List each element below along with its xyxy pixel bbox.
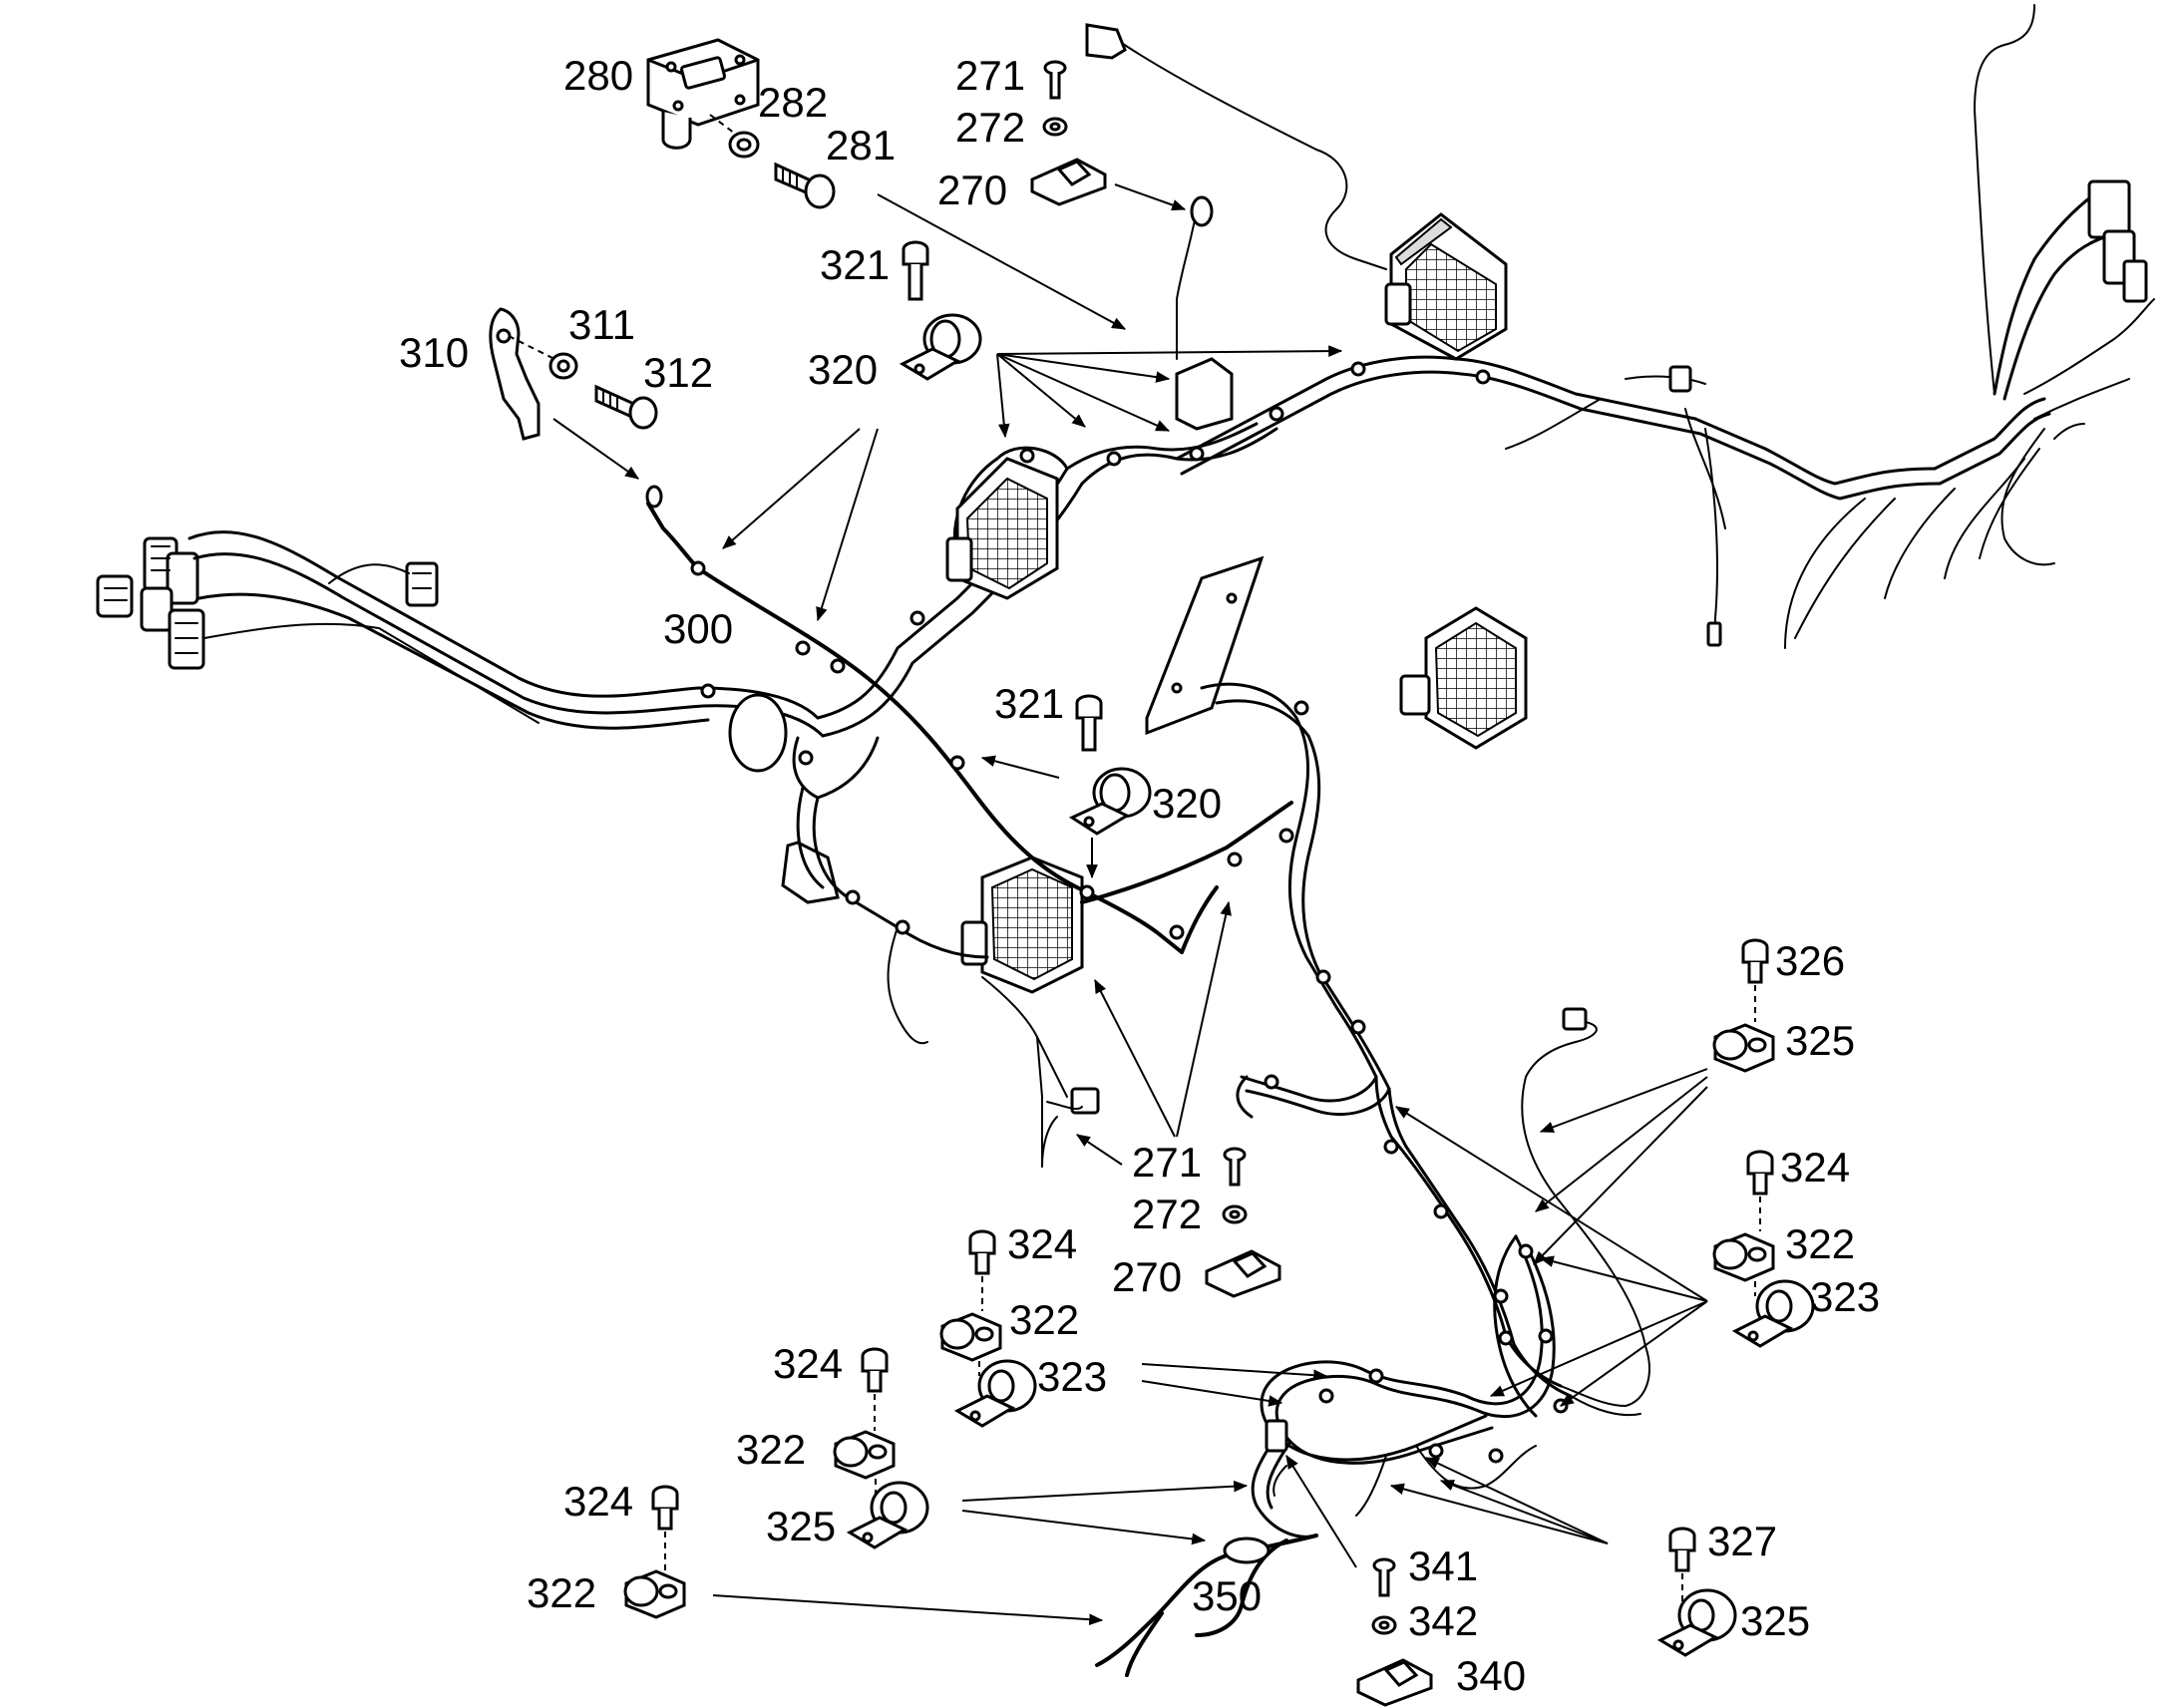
part-321-bolt-middle xyxy=(1075,694,1103,752)
part-280-connector-block xyxy=(646,38,760,150)
label-300: 300 xyxy=(663,605,733,652)
part-270-clip-top xyxy=(1030,158,1107,206)
label-342: 342 xyxy=(1408,1597,1478,1644)
label-281: 281 xyxy=(826,122,896,169)
label-321-middle: 321 xyxy=(994,680,1064,727)
label-271-top: 271 xyxy=(955,52,1025,99)
label-320-middle: 320 xyxy=(1152,780,1222,827)
part-323-clamp-center xyxy=(953,1359,1037,1428)
part-327-bolt xyxy=(1668,1527,1696,1605)
label-280: 280 xyxy=(563,52,633,99)
label-270-lower: 270 xyxy=(1112,1253,1182,1300)
left-connector-cluster xyxy=(96,536,439,670)
part-326-bolt xyxy=(1741,938,1769,1022)
label-322-right: 322 xyxy=(1785,1220,1855,1267)
label-325-a: 325 xyxy=(1785,1017,1855,1064)
part-324-bolt-right xyxy=(1746,1150,1774,1231)
label-272-lower: 272 xyxy=(1132,1191,1202,1237)
module-box-lower-center xyxy=(960,855,1084,994)
part-322-clamp-bottom-left xyxy=(623,1569,686,1619)
mounting-plate xyxy=(1145,555,1265,736)
part-322-clamp-left xyxy=(833,1430,896,1496)
module-box-right xyxy=(1399,606,1528,750)
part-325-clamp-left xyxy=(846,1481,929,1549)
part-325-clamp-bottom-right xyxy=(1656,1588,1737,1657)
label-341: 341 xyxy=(1408,1542,1478,1589)
label-340: 340 xyxy=(1456,1652,1526,1699)
label-270-top: 270 xyxy=(937,167,1007,213)
label-350: 350 xyxy=(1192,1572,1262,1619)
label-324-right: 324 xyxy=(1780,1144,1850,1191)
label-272-top: 272 xyxy=(955,104,1025,151)
label-326: 326 xyxy=(1775,937,1845,984)
label-282: 282 xyxy=(758,79,828,126)
label-320-top: 320 xyxy=(808,346,878,393)
callout-labels: 280 282 281 271 272 270 321 320 310 311 … xyxy=(399,52,1880,1699)
part-272-washer-top xyxy=(1042,117,1068,137)
part-320-clamp-top xyxy=(899,313,982,381)
part-310-bracket xyxy=(489,307,541,441)
label-324-left: 324 xyxy=(773,1340,843,1387)
part-322-clamp-right xyxy=(1712,1232,1775,1296)
label-327: 327 xyxy=(1707,1518,1777,1564)
label-325-bottom-right: 325 xyxy=(1740,1597,1810,1644)
lower-harness xyxy=(645,485,1650,1677)
part-272-washer-lower xyxy=(1222,1204,1248,1224)
label-311: 311 xyxy=(568,301,635,348)
part-324-bolt-left xyxy=(861,1347,889,1431)
part-341-screw xyxy=(1372,1557,1396,1597)
harness-clips xyxy=(690,361,1569,1464)
part-323-clamp-right xyxy=(1731,1279,1815,1348)
part-324-bolt-center xyxy=(968,1229,996,1311)
dash-310-311 xyxy=(508,335,559,362)
part-311-washer xyxy=(548,352,578,380)
label-310: 310 xyxy=(399,329,469,376)
part-324-bolt-bottom-left xyxy=(651,1485,679,1570)
label-321-top: 321 xyxy=(820,241,890,288)
label-322-center: 322 xyxy=(1009,1296,1079,1343)
label-324-center: 324 xyxy=(1007,1220,1077,1267)
part-321-bolt-top xyxy=(902,240,929,301)
label-322-bottom-left: 322 xyxy=(527,1569,596,1616)
part-325-clamp-a xyxy=(1712,1023,1775,1073)
leader-lines xyxy=(552,183,1708,1626)
label-323-right: 323 xyxy=(1810,1273,1880,1320)
part-281-bolt xyxy=(774,162,836,209)
label-323-center: 323 xyxy=(1037,1353,1107,1400)
part-270-clip-lower xyxy=(1205,1249,1281,1298)
part-312-bolt xyxy=(594,384,658,430)
part-282-washer xyxy=(728,131,760,159)
part-271-screw-lower xyxy=(1223,1147,1247,1187)
main-harness xyxy=(96,4,2155,800)
part-320-clamp-middle xyxy=(1068,767,1152,836)
module-box-upper-right xyxy=(1384,212,1508,361)
label-325-left: 325 xyxy=(766,1503,836,1549)
label-322-left: 322 xyxy=(736,1426,806,1473)
label-271-lower: 271 xyxy=(1132,1139,1202,1186)
part-271-screw-top xyxy=(1043,60,1067,100)
module-box-center-left xyxy=(945,457,1059,600)
label-324-bottom-left: 324 xyxy=(563,1478,633,1525)
part-342-washer xyxy=(1371,1615,1397,1635)
part-340-clip xyxy=(1356,1658,1433,1707)
label-312: 312 xyxy=(643,349,713,396)
part-322-clamp-center xyxy=(939,1312,1002,1376)
